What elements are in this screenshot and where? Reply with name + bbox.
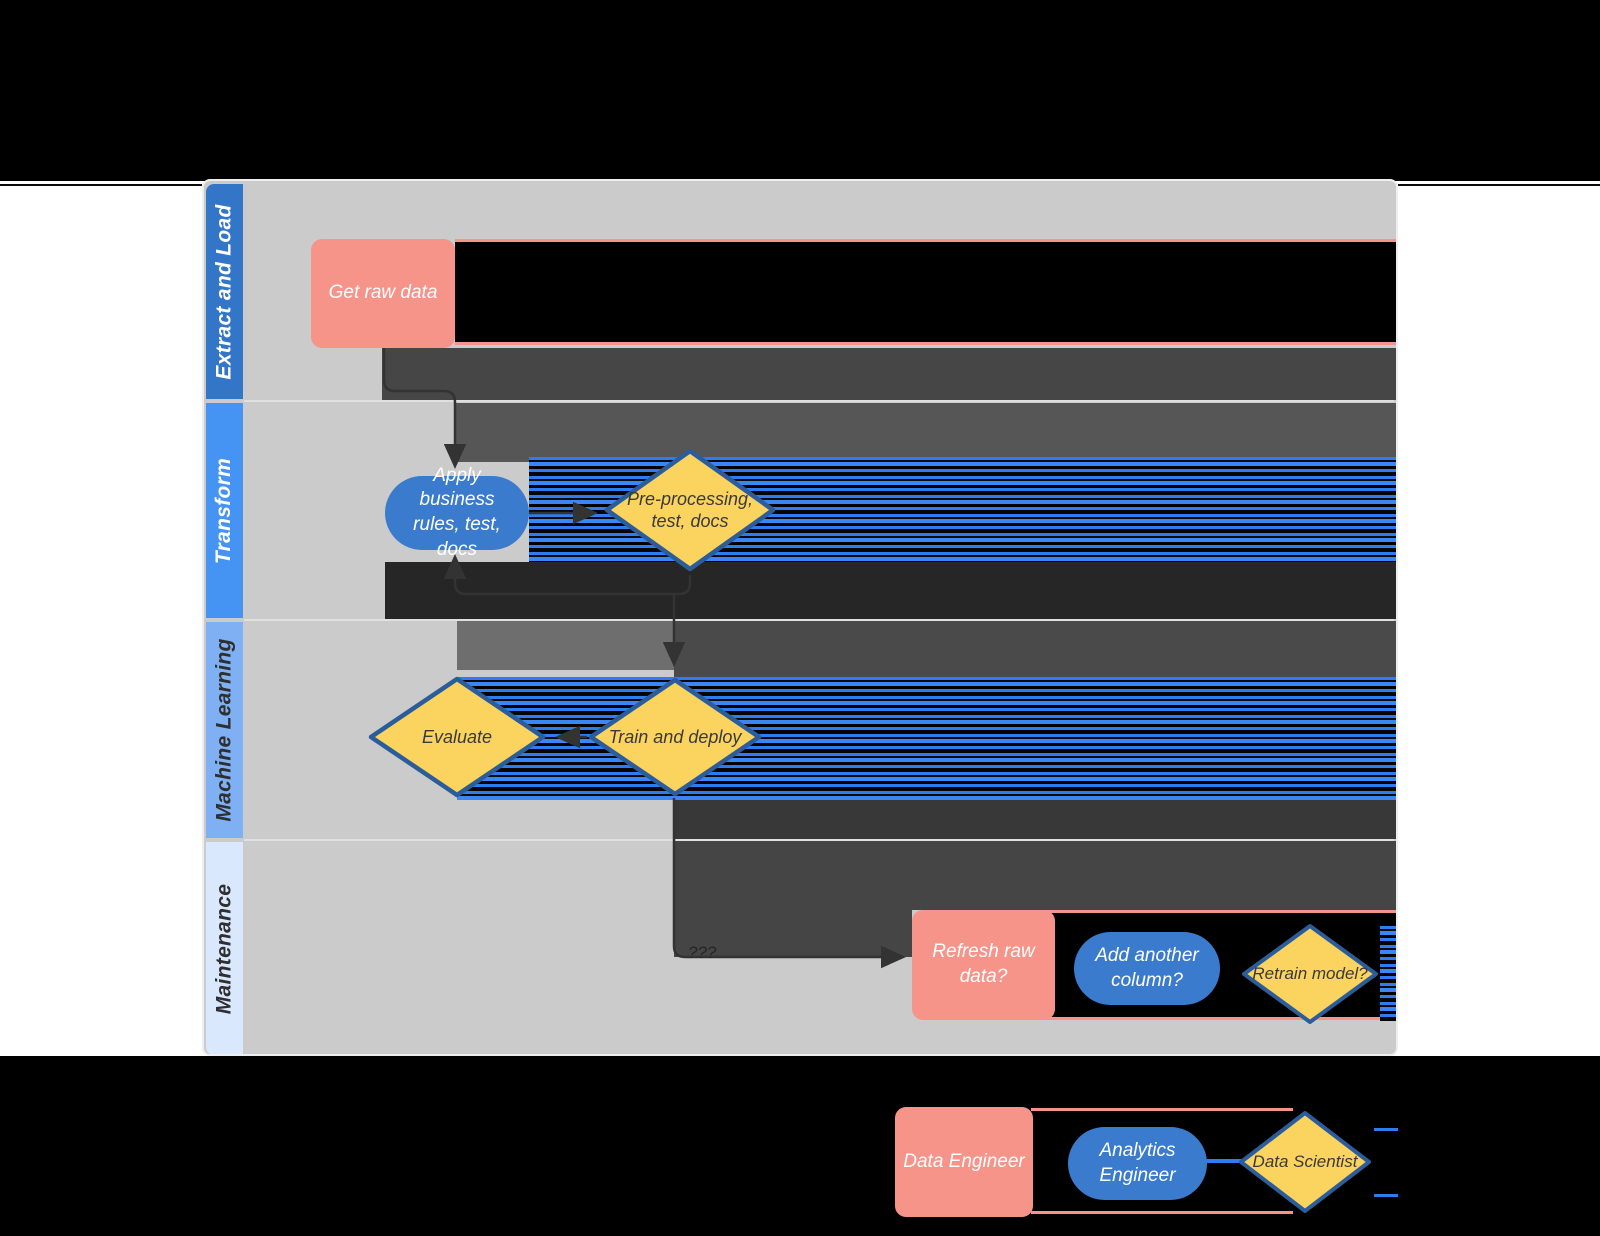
artifact-salmon-line	[1035, 1017, 1396, 1020]
node-retrain-model: Retrain model?	[1240, 922, 1380, 1026]
diamond-shape	[368, 676, 546, 798]
legend-data-scientist: Data Scientist	[1237, 1109, 1373, 1215]
artifact-salmon-line	[1031, 1211, 1293, 1214]
node-label: Train and deploy	[608, 726, 742, 747]
lane-divider	[244, 619, 1394, 621]
node-label: Pre-processing, test, docs	[626, 488, 754, 532]
legend-label: Analytics Engineer	[1099, 1139, 1176, 1186]
artifact-gray-band	[382, 348, 1396, 400]
diamond-shape	[604, 448, 776, 572]
lane-header-machine-learning: Machine Learning	[206, 622, 243, 838]
connector-arrows	[382, 348, 906, 969]
artifact-blue-streaks	[1380, 926, 1396, 1021]
node-label: Evaluate	[421, 726, 493, 747]
node-train-and-deploy: Train and deploy	[587, 676, 763, 798]
node-apply-business-rules: Apply business rules, test, docs	[385, 465, 529, 560]
artifact-blue-line	[1374, 1194, 1398, 1197]
artifact-salmon-line	[1035, 910, 1396, 913]
node-label: Add another column?	[1095, 944, 1199, 991]
legend-label: Data Engineer	[903, 1150, 1025, 1172]
lane-header-maintenance: Maintenance	[206, 842, 243, 1054]
node-label: Apply business rules, test, docs	[413, 464, 501, 560]
diamond-shape	[1239, 1111, 1371, 1213]
node-label: Get raw data	[328, 282, 438, 304]
lane-header-extract-and-load: Extract and Load	[206, 184, 243, 399]
legend-analytics-engineer: Analytics Engineer	[1068, 1127, 1207, 1200]
diamond-shape	[588, 677, 762, 797]
node-label: Refresh raw data?	[932, 941, 1035, 987]
legend-label: Data Scientist	[1252, 1152, 1358, 1172]
lane-divider	[244, 400, 1394, 402]
artifact-gray-band	[457, 621, 674, 670]
legend-data-engineer: Data Engineer	[895, 1107, 1033, 1217]
swimlane-diagram: Extract and Load Transform Machine Learn…	[202, 179, 1398, 1056]
artifact-salmon-line	[1031, 1108, 1293, 1111]
node-evaluate: Evaluate	[367, 675, 547, 799]
node-refresh-raw-data: Refresh raw data?	[912, 910, 1055, 1020]
node-add-another-column: Add another column?	[1074, 932, 1220, 1005]
artifact-black-band	[455, 242, 1396, 342]
node-get-raw-data: Get raw data	[311, 239, 455, 348]
lane-header-transform: Transform	[206, 403, 243, 618]
artifact-dark-band	[385, 562, 1396, 619]
left-margin-artifact-line	[0, 184, 202, 186]
artifact-dark-band	[912, 841, 1396, 910]
artifact-salmon-line	[455, 342, 1396, 345]
node-label: Retrain model?	[1252, 964, 1368, 984]
artifact-salmon-line	[455, 239, 1396, 242]
artifact-gray-band	[455, 403, 1396, 462]
node-pre-processing: Pre-processing, test, docs	[603, 447, 777, 573]
edge-label-question: ???	[688, 943, 717, 962]
artifact-dark-band	[674, 800, 1396, 839]
right-white-margin	[1398, 181, 1600, 1056]
artifact-gray-band	[674, 621, 1396, 677]
diamond-shape	[1242, 924, 1378, 1024]
artifact-blue-line	[1205, 1159, 1243, 1163]
artifact-dark-band	[674, 841, 912, 957]
top-black-band	[0, 0, 1600, 181]
left-white-margin	[0, 181, 202, 1056]
lane-divider	[244, 839, 1394, 841]
artifact-blue-line	[1374, 1128, 1398, 1131]
right-margin-artifact-line	[1398, 184, 1600, 186]
